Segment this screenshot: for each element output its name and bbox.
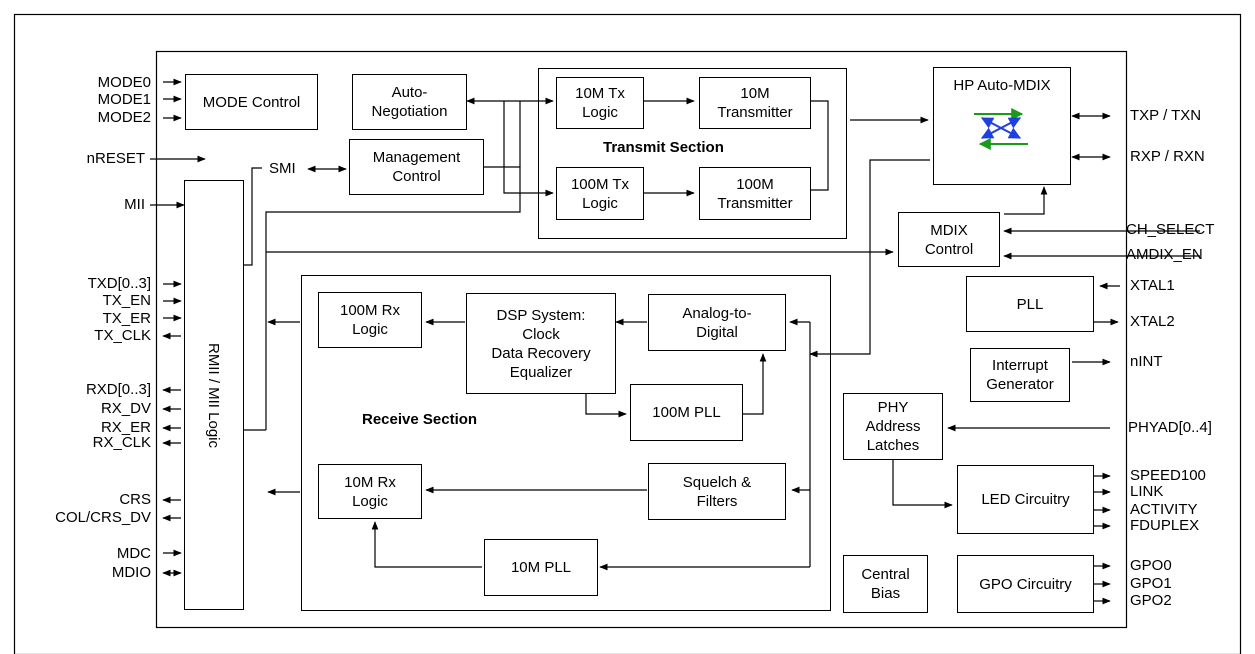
rxp-rxn-label: RXP / RXN — [1130, 148, 1205, 165]
receive-section — [301, 275, 831, 611]
wire-autoneg-tx100 — [503, 101, 554, 197]
mode-control-block: MODE Control — [185, 74, 318, 130]
tx-er-label: TX_ER — [102, 310, 151, 327]
col-crs-dv-label: COL/CRS_DV — [55, 509, 151, 526]
pll-block: PLL — [966, 276, 1094, 332]
mdix-control-block: MDIX Control — [898, 212, 1000, 267]
tx10-logic-block: 10M Tx Logic — [556, 77, 644, 129]
txp-txn-label: TXP / TXN — [1130, 107, 1202, 124]
rxd-label: RXD[0..3] — [85, 381, 151, 398]
mode2-label: MODE2 — [97, 109, 151, 126]
squelch-filters-block: Squelch & Filters — [648, 463, 786, 520]
tx100-transmitter-block: 100M Transmitter — [699, 167, 811, 220]
analog-to-digital-block: Analog-to- Digital — [648, 294, 786, 351]
pll-100m-block: 100M PLL — [630, 384, 743, 441]
dsp-system-block: DSP System: Clock Data Recovery Equalize… — [466, 293, 616, 394]
xtal1-label: XTAL1 — [1130, 277, 1175, 294]
central-bias-block: Central Bias — [843, 555, 928, 613]
rx-dv-label: RX_DV — [100, 400, 151, 417]
rx-er-label: RX_ER — [100, 419, 151, 436]
chip-boundary — [155, 50, 1128, 629]
led-circuitry-block: LED Circuitry — [957, 465, 1094, 534]
smi-label: SMI — [269, 160, 296, 177]
tx100-logic-block: 100M Tx Logic — [556, 167, 644, 220]
interrupt-generator-block: Interrupt Generator — [970, 348, 1070, 402]
phy-address-latches-block: PHY Address Latches — [843, 393, 943, 460]
mode0-label: MODE0 — [97, 74, 151, 91]
wire-tx-merge — [811, 100, 829, 191]
gpo1-label: GPO1 — [1130, 575, 1172, 592]
amdix-en-label: AMDIX_EN — [1126, 246, 1203, 263]
management-control-block: Management Control — [349, 139, 484, 195]
xtal2-label: XTAL2 — [1130, 313, 1175, 330]
transmit-section-label: Transmit Section — [603, 139, 724, 156]
rx-clk-label: RX_CLK — [92, 434, 151, 451]
transmit-section — [538, 68, 847, 239]
mdio-label: MDIO — [111, 564, 151, 581]
wire-phy-led — [892, 460, 953, 509]
phyad-label: PHYAD[0..4] — [1128, 419, 1212, 436]
wire-pll100-adc — [743, 353, 767, 415]
gpo2-label: GPO2 — [1130, 592, 1172, 609]
wire-mgmt-bus — [484, 101, 521, 168]
crs-label: CRS — [119, 491, 151, 508]
pll-10m-block: 10M PLL — [484, 539, 598, 596]
gpo-circuitry-block: GPO Circuitry — [957, 555, 1094, 613]
activity-label: ACTIVITY — [1130, 501, 1198, 518]
receive-section-label: Receive Section — [362, 411, 478, 428]
rx100-logic-block: 100M Rx Logic — [318, 292, 422, 348]
rmii-mii-logic-block: RMII / MII Logic — [184, 180, 244, 610]
mdc-label: MDC — [116, 545, 151, 562]
tx-en-label: TX_EN — [102, 292, 151, 309]
ch-select-label: CH_SELECT — [1126, 221, 1215, 238]
mdix-crossover-icon — [974, 108, 1028, 150]
mii-label: MII — [124, 196, 145, 213]
auto-negotiation-block: Auto- Negotiation — [352, 74, 467, 130]
wire-mdix-rx — [809, 159, 930, 358]
gpo0-label: GPO0 — [1130, 557, 1172, 574]
rx10-logic-block: 10M Rx Logic — [318, 464, 422, 519]
txd-label: TXD[0..3] — [87, 275, 151, 292]
wire-pll10-rx10 — [371, 521, 482, 568]
wire-dsp-pll100 — [585, 394, 627, 418]
speed100-label: SPEED100 — [1130, 467, 1206, 484]
outer-frame — [13, 13, 1242, 654]
mode1-label: MODE1 — [97, 91, 151, 108]
nint-label: nINT — [1130, 353, 1163, 370]
link-label: LINK — [1130, 483, 1164, 500]
rmii-mii-logic-label: RMII / MII Logic — [205, 342, 223, 448]
tx-clk-label: TX_CLK — [94, 327, 151, 344]
wire-rmii-smi — [242, 167, 262, 266]
nreset-label: nRESET — [86, 150, 145, 167]
wire-rmii-bus — [265, 167, 521, 430]
fduplex-label: FDUPLEX — [1130, 517, 1200, 534]
hp-auto-mdix-label: HP Auto-MDIX — [953, 77, 1051, 94]
wire-mdixctl-mdix — [1004, 186, 1048, 215]
tx10-transmitter-block: 10M Transmitter — [699, 77, 811, 129]
